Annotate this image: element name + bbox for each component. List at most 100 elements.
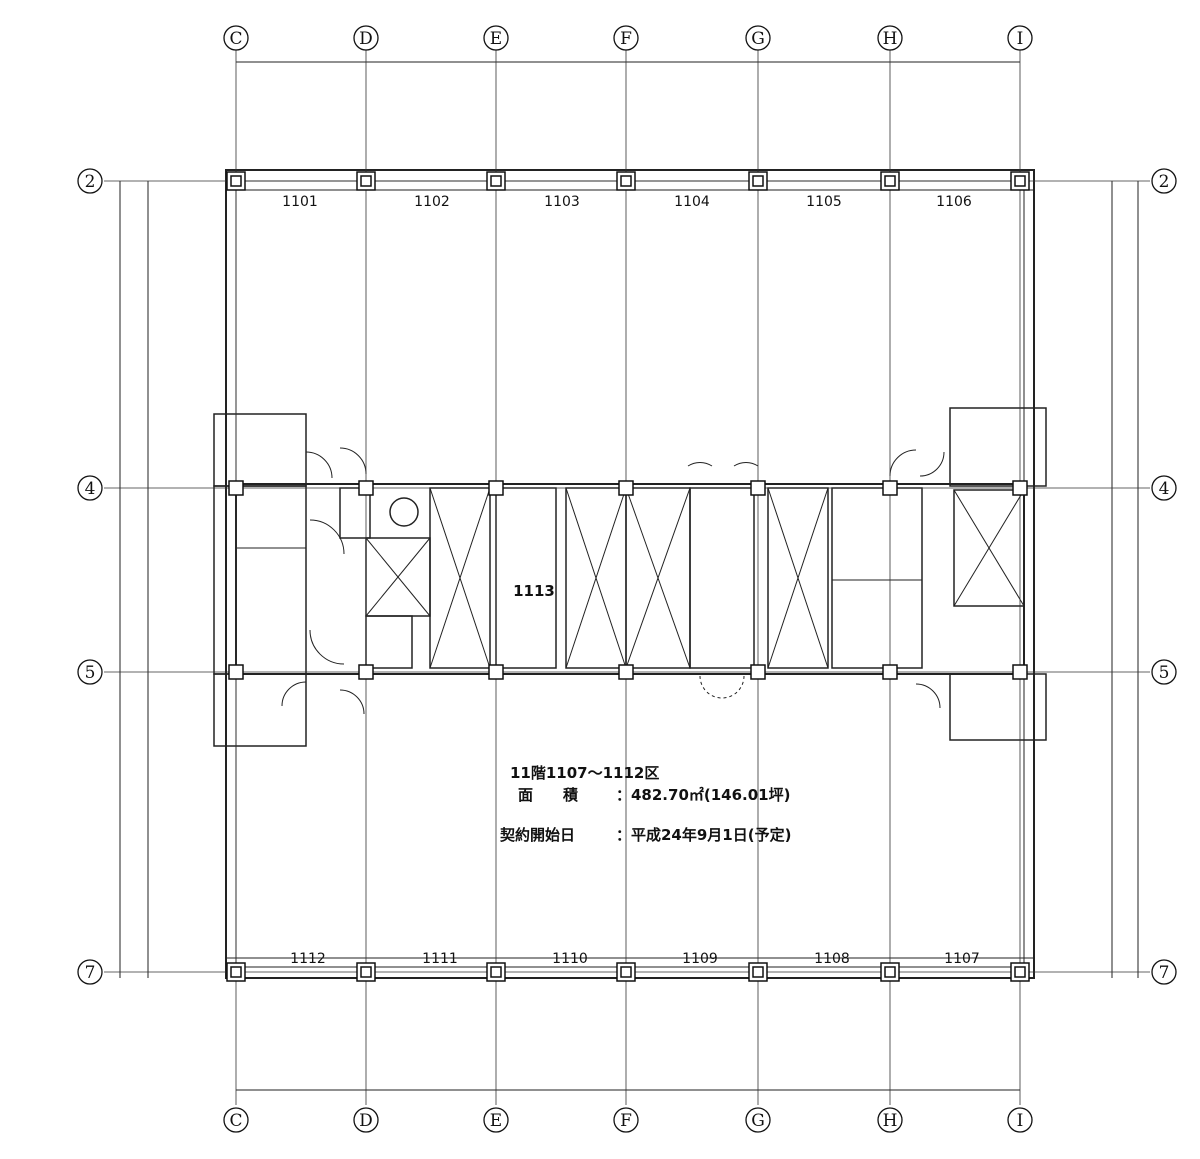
grid-bubble-top-C: C xyxy=(223,25,249,51)
core-column xyxy=(228,480,244,496)
grid-bubble-top-F: F xyxy=(613,25,639,51)
structural-column-core xyxy=(752,175,764,187)
grid-bubble-left-7: 7 xyxy=(77,959,103,985)
grid-bubble-left-4: 4 xyxy=(77,475,103,501)
core-room-lobby xyxy=(689,487,755,669)
unit-label-bottom: 1110 xyxy=(552,951,588,967)
unit-label-bottom: 1111 xyxy=(422,951,458,967)
grid-bubble-bottom-F: F xyxy=(613,1107,639,1133)
core-column xyxy=(228,664,244,680)
structural-column-core xyxy=(230,966,242,978)
structural-column-core xyxy=(1014,966,1026,978)
unit-label-top: 1106 xyxy=(936,194,972,210)
unit-label-bottom: 1112 xyxy=(290,951,326,967)
grid-bubble-circle xyxy=(77,959,103,985)
grid-bubble-label: 2 xyxy=(85,172,96,192)
grid-bubble-top-H: H xyxy=(877,25,903,51)
structural-column-core xyxy=(360,175,372,187)
core-small-room-left-2 xyxy=(365,615,413,669)
left-service-upper xyxy=(213,413,307,487)
grid-bubble-label: H xyxy=(883,1111,898,1131)
unit-label-top: 1104 xyxy=(674,194,710,210)
elevator-1-x2 xyxy=(365,537,431,617)
grid-bubble-label: I xyxy=(1017,1111,1024,1131)
grid-bubble-bottom-C: C xyxy=(223,1107,249,1133)
grid-bubble-right-4: 4 xyxy=(1151,475,1177,501)
door-swing-9 xyxy=(733,462,759,467)
unit-label-bottom: 1107 xyxy=(944,951,980,967)
door-swing-2 xyxy=(339,447,367,475)
grid-bubble-bottom-E: E xyxy=(483,1107,509,1133)
grid-bubble-top-I: I xyxy=(1007,25,1033,51)
grid-bubble-top-G: G xyxy=(745,25,771,51)
core-column xyxy=(488,664,504,680)
exterior-wall-inner xyxy=(235,180,1025,968)
right-service-lower xyxy=(949,673,1047,741)
grid-bubble-circle xyxy=(877,1107,903,1133)
grid-bubble-label: E xyxy=(490,1111,502,1131)
grid-bubble-label: 5 xyxy=(85,663,96,683)
door-swing-5 xyxy=(889,449,917,477)
grid-bubble-label: G xyxy=(751,29,765,49)
grid-bubble-label: G xyxy=(751,1111,765,1131)
structural-column-core xyxy=(490,175,502,187)
grid-bubble-label: D xyxy=(359,1111,373,1131)
door-swing-7 xyxy=(915,683,941,709)
core-unit-label: 1113 xyxy=(513,582,555,600)
grid-bubble-bottom-H: H xyxy=(877,1107,903,1133)
right-elevator-shaft xyxy=(953,489,1025,607)
grid-bubble-right-5: 5 xyxy=(1151,659,1177,685)
core-outline xyxy=(235,483,1025,675)
grid-bubble-label: C xyxy=(229,1111,242,1131)
info-block: 11階1107～1112区 面 積 ：482.70㎡(146.01坪) 契約開始… xyxy=(499,764,791,844)
structural-column-core xyxy=(752,966,764,978)
door-swing-12 xyxy=(309,519,345,555)
grid-bubble-left-5: 5 xyxy=(77,659,103,685)
door-swing-3 xyxy=(281,681,307,707)
grid-bubble-top-E: E xyxy=(483,25,509,51)
grid-bubble-circle xyxy=(77,659,103,685)
grid-bubble-circle xyxy=(613,25,639,51)
grid-bubble-circle xyxy=(877,25,903,51)
grid-bubble-top-D: D xyxy=(353,25,379,51)
elevator-4-x2 xyxy=(625,487,691,669)
core-column xyxy=(1012,664,1028,680)
core-column-circle xyxy=(389,497,419,527)
core-column xyxy=(358,480,374,496)
structural-column-core xyxy=(490,966,502,978)
unit-label-bottom: 1109 xyxy=(682,951,718,967)
unit-label-top: 1105 xyxy=(806,194,842,210)
exterior-wall-outer xyxy=(225,169,1035,979)
grid-bubble-label: 2 xyxy=(1159,172,1170,192)
grid-bubble-label: H xyxy=(883,29,898,49)
grid-bubble-label: C xyxy=(229,29,242,49)
core-column xyxy=(882,480,898,496)
grid-bubble-bottom-I: I xyxy=(1007,1107,1033,1133)
info-area-label: 面 積 xyxy=(518,786,579,804)
grid-bubble-label: F xyxy=(620,29,632,49)
core-column xyxy=(750,664,766,680)
grid-bubble-circle xyxy=(1151,168,1177,194)
structural-column-core xyxy=(620,175,632,187)
grid-bubble-bottom-G: G xyxy=(745,1107,771,1133)
grid-bubble-circle xyxy=(1151,659,1177,685)
unit-label-top: 1103 xyxy=(544,194,580,210)
unit-label-bottom: 1108 xyxy=(814,951,850,967)
core-column xyxy=(750,480,766,496)
grid-bubble-left-2: 2 xyxy=(77,168,103,194)
door-swing-1 xyxy=(305,451,333,479)
right-service-upper xyxy=(949,407,1047,487)
grid-bubble-label: 4 xyxy=(85,479,96,499)
core-column xyxy=(1012,480,1028,496)
left-service-lower xyxy=(213,673,307,747)
unit-label-top: 1101 xyxy=(282,194,318,210)
grid-bubble-circle xyxy=(1151,475,1177,501)
grid-bubble-circle xyxy=(745,25,771,51)
structural-column-core xyxy=(360,966,372,978)
structural-column-core xyxy=(1014,175,1026,187)
door-swing-11 xyxy=(721,675,745,699)
grid-bubble-label: 7 xyxy=(85,963,96,983)
unit-label-top: 1102 xyxy=(414,194,450,210)
core-room-1113 xyxy=(495,487,557,669)
